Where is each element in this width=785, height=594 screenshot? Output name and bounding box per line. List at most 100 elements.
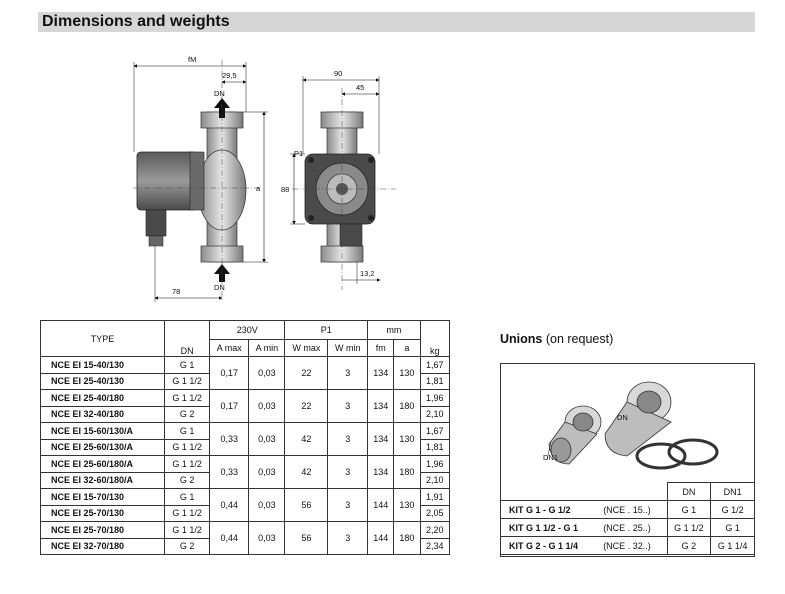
cell-type: NCE EI 15-70/130 <box>39 488 166 506</box>
kit-col-dn: DN <box>666 482 712 501</box>
cell-a: 130 <box>393 488 421 522</box>
cell-a: 180 <box>393 521 421 555</box>
pump-front-view: 90 45 P1 88 13,2 <box>281 69 396 290</box>
cell-type: NCE EI 15-40/130 <box>39 356 166 374</box>
kit-dn: G 2 <box>666 536 712 555</box>
cell-amax: 0,17 <box>209 389 250 423</box>
cell-amax: 0,33 <box>209 422 250 456</box>
dim-fM: fM <box>188 55 196 64</box>
cell-wmax: 22 <box>284 389 329 423</box>
cell-dn: G 1 1/2 <box>164 438 211 456</box>
cell-amax: 0,44 <box>209 521 250 555</box>
dim-45: 45 <box>356 83 364 92</box>
dim-dn-bottom: DN <box>214 283 225 292</box>
col-amax: A max <box>209 339 250 357</box>
kit-dn1: G 1 1/4 <box>710 536 755 555</box>
unions-illustration: DN1 DN <box>543 381 719 470</box>
section-title: Dimensions and weights <box>42 13 230 30</box>
cell-kg: 2,34 <box>419 537 451 555</box>
col-type: TYPE <box>39 320 166 357</box>
dim-13-2: 13,2 <box>360 269 375 278</box>
cell-amax: 0,33 <box>209 455 250 489</box>
col-kg: kg <box>419 320 451 357</box>
cell-type: NCE EI 25-40/130 <box>39 372 166 390</box>
cell-dn: G 1 <box>164 488 211 506</box>
dim-a: a <box>256 184 261 193</box>
cell-wmax: 42 <box>284 422 329 456</box>
cell-fm: 134 <box>367 356 395 390</box>
kit-col-dn1: DN1 <box>710 482 755 501</box>
cell-type: NCE EI 25-60/130/A <box>39 438 166 456</box>
cell-type: NCE EI 25-60/180/A <box>39 455 166 473</box>
cell-wmin: 3 <box>327 488 369 522</box>
unions-box: DN1 DN <box>500 363 755 557</box>
cell-type: NCE EI 15-60/130/A <box>39 422 166 440</box>
cell-wmin: 3 <box>327 422 369 456</box>
cell-dn: G 2 <box>164 471 211 489</box>
dim-29-5: 29,5 <box>222 71 237 80</box>
cell-fm: 134 <box>367 455 395 489</box>
col-wmax: W max <box>284 339 329 357</box>
cell-kg: 1,96 <box>419 455 451 473</box>
kit-name: KIT G 1 - G 1/2 <box>500 500 602 519</box>
cell-type: NCE EI 25-70/130 <box>39 504 166 522</box>
cell-kg: 2,20 <box>419 521 451 539</box>
cell-dn: G 1 1/2 <box>164 521 211 539</box>
cell-type: NCE EI 25-40/180 <box>39 389 166 407</box>
cell-fm: 134 <box>367 422 395 456</box>
cell-dn: G 1 1/2 <box>164 372 211 390</box>
cell-amin: 0,03 <box>248 422 286 456</box>
cell-a: 130 <box>393 356 421 390</box>
col-dn: DN <box>164 320 211 357</box>
unions-title-rest: (on request) <box>542 332 614 346</box>
union-dn1-label: DN1 <box>543 453 558 462</box>
cell-fm: 134 <box>367 389 395 423</box>
cell-wmax: 22 <box>284 356 329 390</box>
cell-type: NCE EI 32-60/180/A <box>39 471 166 489</box>
cell-amin: 0,03 <box>248 455 286 489</box>
col-a: a <box>393 339 421 357</box>
cell-dn: G 1 1/2 <box>164 389 211 407</box>
cell-dn: G 2 <box>164 405 211 423</box>
kit-dn: G 1 <box>666 500 712 519</box>
unions-title: Unions (on request) <box>500 332 613 346</box>
cell-dn: G 1 1/2 <box>164 455 211 473</box>
dim-90: 90 <box>334 69 342 78</box>
cell-dn: G 1 1/2 <box>164 504 211 522</box>
cell-wmax: 42 <box>284 455 329 489</box>
cell-dn: G 1 <box>164 356 211 374</box>
cell-wmin: 3 <box>327 356 369 390</box>
col-230v: 230V <box>209 320 286 340</box>
kit-dn1: G 1 <box>710 518 755 537</box>
col-amin: A min <box>248 339 286 357</box>
cell-a: 130 <box>393 422 421 456</box>
cell-type: NCE EI 32-70/180 <box>39 537 166 555</box>
cell-kg: 1,81 <box>419 372 451 390</box>
kit-name: KIT G 1 1/2 - G 1 <box>500 518 602 537</box>
cell-type: NCE EI 25-70/180 <box>39 521 166 539</box>
cell-wmin: 3 <box>327 455 369 489</box>
cell-kg: 2,10 <box>419 405 451 423</box>
col-wmin: W min <box>327 339 369 357</box>
col-mm: mm <box>367 320 421 340</box>
kit-nce: (NCE . 32..) <box>601 536 668 555</box>
cell-type: NCE EI 32-40/180 <box>39 405 166 423</box>
cell-amin: 0,03 <box>248 488 286 522</box>
cell-kg: 1,67 <box>419 356 451 374</box>
cell-wmax: 56 <box>284 521 329 555</box>
